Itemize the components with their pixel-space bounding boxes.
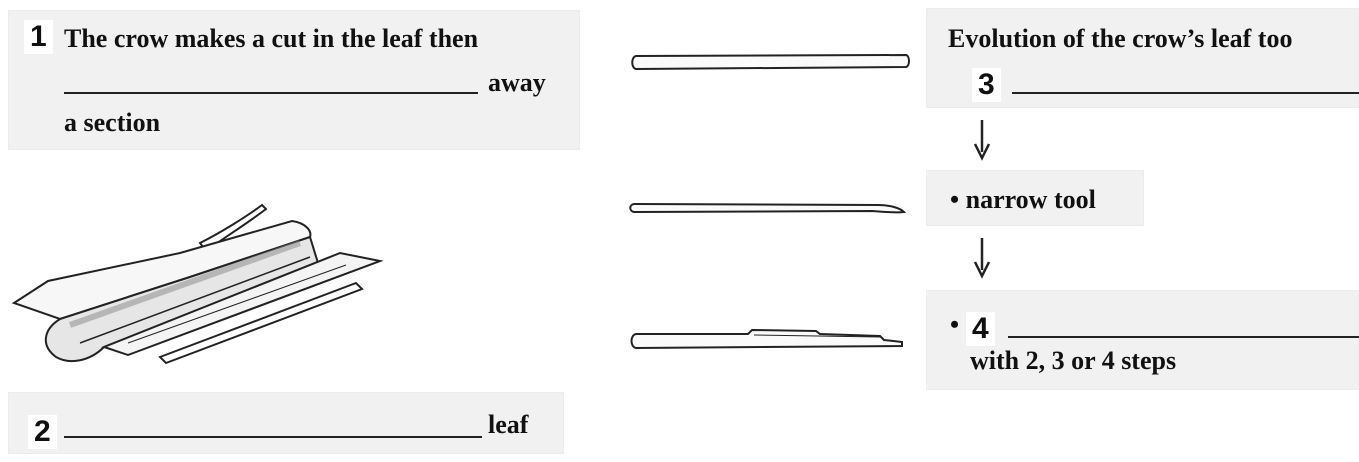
step1-number: 1 xyxy=(24,20,53,54)
evolution-title: Evolution of the crow’s leaf too xyxy=(948,26,1292,52)
step2-panel xyxy=(8,392,564,454)
step1-after-blank: away xyxy=(488,70,546,96)
leaf-cut-illustration xyxy=(0,195,400,370)
stage3-bullet: • xyxy=(950,312,959,338)
down-arrow-icon xyxy=(972,118,992,160)
tool-wide xyxy=(630,54,912,72)
stage1-number: 3 xyxy=(972,68,1001,102)
stage3-text: with 2, 3 or 4 steps xyxy=(970,348,1176,374)
step1-answer-blank[interactable] xyxy=(64,92,478,94)
stage1-answer-blank[interactable] xyxy=(1012,92,1359,94)
step1-line1: The crow makes a cut in the leaf then xyxy=(64,26,478,52)
tool-stepped xyxy=(630,328,908,354)
step1-line3: a section xyxy=(64,110,160,136)
stage2-text: • narrow tool xyxy=(950,187,1096,213)
step2-number: 2 xyxy=(28,415,57,449)
down-arrow-icon xyxy=(972,236,992,278)
stage3-answer-blank[interactable] xyxy=(1008,336,1359,338)
stage3-number: 4 xyxy=(966,312,995,346)
tool-narrow xyxy=(628,200,908,218)
step2-after-blank: leaf xyxy=(488,412,528,438)
step2-answer-blank[interactable] xyxy=(64,436,482,438)
